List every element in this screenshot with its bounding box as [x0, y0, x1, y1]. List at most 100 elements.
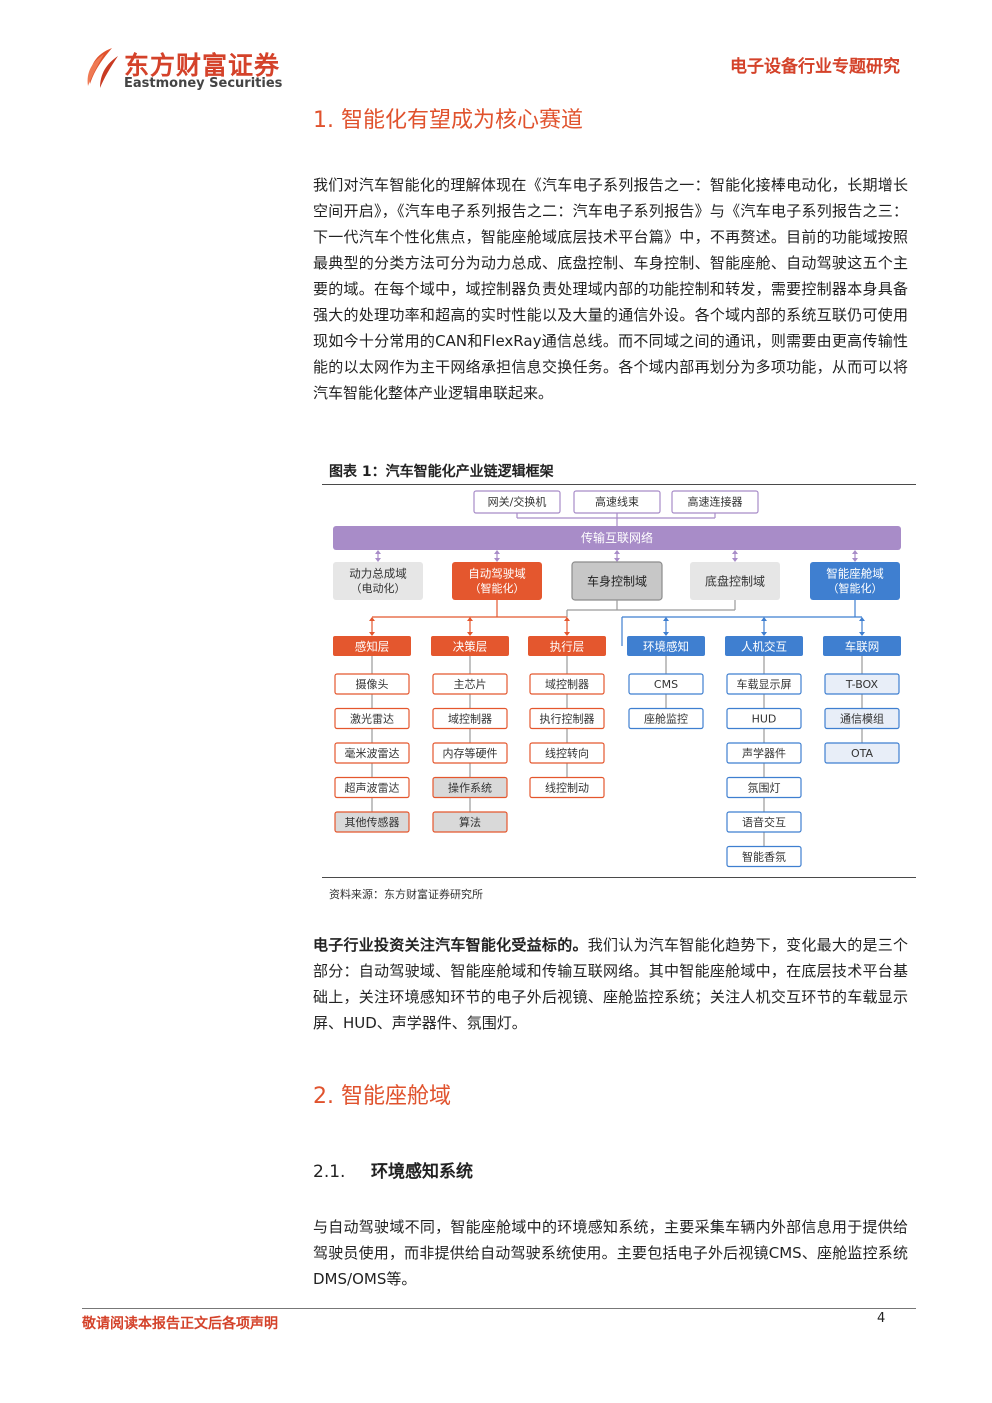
top-node-label: 高速连接器 — [688, 495, 743, 509]
layer-item-label: 毫米波雷达 — [345, 746, 400, 760]
layer-item-box — [726, 845, 802, 868]
domain-label: 自动驾驶域 — [468, 567, 526, 581]
layer-item-label: 通信模组 — [840, 712, 884, 726]
ad-connector-arrow-head-up — [369, 617, 375, 621]
domain-arrow-head-up — [375, 550, 381, 554]
domain-sublabel: （智能化） — [470, 581, 525, 595]
section-1-paragraph: 我们对汽车智能化的理解体现在《汽车电子系列报告之一：智能化接棒电动化，长期增长空… — [313, 176, 908, 402]
layer-item-box — [726, 707, 802, 730]
layer-header-box — [528, 636, 606, 656]
footer-rule — [82, 1308, 916, 1309]
layer-item-label: T-BOX — [845, 678, 879, 691]
domain-label: 底盘控制域 — [705, 574, 765, 589]
domain-arrow-head-down — [614, 558, 620, 562]
layer-item-box — [726, 811, 802, 833]
figure-top-rule — [322, 484, 916, 485]
layer-item-label: 座舱监控 — [644, 712, 688, 726]
report-type: 电子设备行业专题研究 — [730, 57, 900, 77]
subsection-heading: 2.1. 环境感知系统 — [313, 1157, 473, 1182]
figure-bottom-rule — [322, 877, 916, 878]
top-node-label: 网关/交换机 — [488, 495, 547, 509]
ad-connector-arrow-head-up — [564, 617, 570, 621]
top-node-label: 高速线束 — [595, 495, 639, 509]
layer-header-box — [725, 636, 803, 656]
investment-paragraph: 电子行业投资关注汽车智能化受益标的。我们认为汽车智能化趋势下，变化最大的是三个部… — [313, 932, 908, 1036]
layer-item-box — [529, 742, 605, 764]
backbone-bar — [333, 526, 901, 550]
domain-label: 智能座舱域 — [826, 567, 884, 581]
cockpit-connector-arrow-head-down — [859, 632, 865, 636]
footer-disclaimer: 敬请阅读本报告正文后各项声明 — [82, 1316, 278, 1332]
layer-item-label: 摄像头 — [356, 677, 389, 691]
layer-header-box — [627, 636, 705, 656]
domain-arrow-head-up — [614, 550, 620, 554]
section-2-heading: 2. 智能座舱域 — [313, 1084, 451, 1109]
investment-lead: 电子行业投资关注汽车智能化受益标的。 — [313, 936, 588, 954]
layer-item-label: 域控制器 — [448, 712, 492, 726]
company-name-en: Eastmoney Securities — [124, 76, 283, 91]
company-logo-icon — [82, 44, 122, 90]
layer-header-label: 执行层 — [550, 640, 585, 654]
industry-chain-diagram: 网关/交换机高速线束高速连接器传输互联网络动力总成域（电动化）自动驾驶域（智能化… — [322, 486, 916, 876]
domain-label: 动力总成域 — [349, 567, 407, 581]
layer-item-box — [529, 673, 605, 695]
cockpit-connector-arrow-head-up — [761, 617, 767, 621]
domain-arrow-head-down — [732, 558, 738, 562]
ad-connector-arrow-head-down — [369, 632, 375, 636]
ad-connector-arrow-head-down — [467, 632, 473, 636]
cockpit-connector-arrow-head-down — [663, 632, 669, 636]
layer-item-label: OTA — [851, 747, 874, 760]
figure-source: 资料来源：东方财富证券研究所 — [329, 888, 483, 901]
layer-item-label: CMS — [654, 678, 678, 691]
domain-arrow-head-up — [852, 550, 858, 554]
ad-connector-arrow-head-up — [467, 617, 473, 621]
cockpit-connector-arrow-head-up — [663, 617, 669, 621]
layer-header-box — [823, 636, 901, 656]
layer-item-box — [529, 707, 605, 730]
layer-header-label: 决策层 — [453, 640, 488, 654]
layer-item-label: 声学器件 — [742, 746, 786, 760]
layer-item-box — [432, 673, 508, 695]
layer-header-label: 环境感知 — [643, 640, 689, 654]
subsection-number: 2.1. — [313, 1162, 346, 1182]
layer-item-label: 执行控制器 — [540, 712, 595, 726]
company-name-cn: 东方财富证券 — [124, 51, 281, 80]
layer-item-label: 线控制动 — [545, 781, 589, 795]
layer-item-box — [726, 742, 802, 764]
layer-item-box — [334, 707, 410, 730]
subsection-title: 环境感知系统 — [371, 1162, 473, 1182]
layer-header-box — [431, 636, 509, 656]
domain-sublabel: （智能化） — [828, 581, 883, 595]
backbone-label: 传输互联网络 — [581, 530, 653, 545]
domain-sublabel: （电动化） — [351, 581, 406, 595]
domain-box — [690, 562, 780, 600]
domain-arrow-head-up — [732, 550, 738, 554]
domain-arrow-head-down — [494, 558, 500, 562]
layer-item-label: 主芯片 — [454, 677, 487, 691]
layer-item-label: HUD — [752, 713, 777, 726]
page-number: 4 — [877, 1311, 886, 1326]
layer-item-label: 超声波雷达 — [345, 781, 400, 795]
layer-item-box — [432, 707, 508, 730]
layer-item-label: 域控制器 — [545, 677, 589, 691]
layer-item-box — [432, 776, 508, 799]
layer-item-label: 氛围灯 — [748, 782, 781, 795]
layer-item-label: 线控转向 — [545, 746, 589, 760]
layer-item-box — [726, 776, 802, 799]
layer-header-label: 人机交互 — [741, 640, 787, 654]
layer-item-label: 激光雷达 — [350, 712, 394, 726]
cockpit-connector-arrow-head-up — [859, 617, 865, 621]
section-1-heading: 1. 智能化有望成为核心赛道 — [313, 108, 583, 133]
layer-item-box — [824, 742, 900, 764]
layer-item-label: 内存等硬件 — [443, 746, 498, 760]
domain-arrow-head-down — [852, 558, 858, 562]
layer-item-label: 语音交互 — [742, 815, 786, 829]
section-2-paragraph: 与自动驾驶域不同，智能座舱域中的环境感知系统，主要采集车辆内外部信息用于提供给驾… — [313, 1218, 908, 1288]
investment-body: 我们认为汽车智能化趋势下，变化最大的是三个部分：自动驾驶域、智能座舱域和传输互联… — [313, 936, 908, 1032]
ad-connector-arrow-head-down — [564, 632, 570, 636]
domain-box — [810, 562, 900, 600]
layer-item-box — [432, 811, 508, 833]
domain-box — [333, 562, 423, 600]
layer-item-label: 算法 — [459, 815, 481, 829]
layer-item-box — [529, 776, 605, 799]
